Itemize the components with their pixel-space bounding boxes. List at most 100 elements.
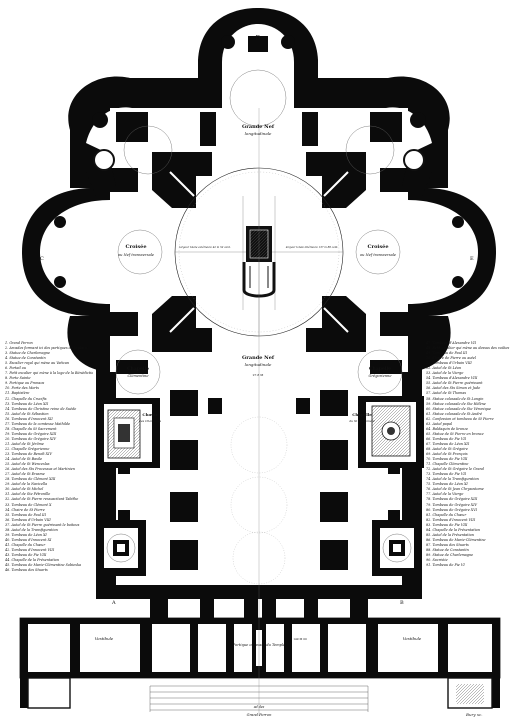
label-vestibule-right: Vestibule	[403, 636, 422, 641]
label-crossing-left: Croisée	[125, 243, 146, 250]
legend-entry: 84. Chapelle de la Présentation	[426, 527, 481, 532]
label-sacrament: Chapelle	[352, 412, 372, 417]
label-crossing-right-sub: ou Nef transversale	[360, 253, 396, 257]
legend-entry: 68. Autel de St Grégoire	[426, 446, 468, 451]
legend-entry: 76. Autel de St Jean Chrysostome	[426, 487, 484, 492]
legend-entry: 33. Tombeau de Clément X	[5, 502, 52, 507]
legend-entry: 19. Tombeau de Grégoire XIII	[5, 431, 57, 436]
legend-entry: 89. Statue de Charlemagne	[426, 552, 474, 557]
legend-entry: 30. Autel de St Michel	[5, 487, 44, 492]
legend-entry: 38. Autel de la Transfiguration	[5, 527, 58, 532]
choir-chapel	[96, 398, 160, 468]
legend-entry: 23. Tombeau de Benoît XIV	[5, 452, 52, 457]
legend-entry: 45. Tombeau de Marie-Clémentine Sobieska	[5, 563, 82, 568]
legend-entry: 28. Tombeau de Clément XIII	[5, 477, 56, 482]
legend-entry: 55. Autel de St Pierre guérissant	[426, 381, 483, 386]
legend-entry: 9. Portique ou Pronaos	[5, 381, 45, 386]
legend-entry: 67. Tombeau de Léon XII	[426, 441, 470, 446]
label-vestibule-left: Vestibule	[95, 636, 114, 641]
label-dome-note-left: largeur totale extérieure 42 m 52 cent.	[179, 245, 231, 249]
legend-entry: 40. Tombeau d'Innocent XI	[5, 537, 52, 542]
label-nave-upper: Grande Nef	[242, 124, 275, 130]
sacrament-chapel	[358, 396, 424, 468]
plan-labels: D Grande Nef longitudinale Croisée ou Ne…	[40, 35, 474, 717]
legend-entry: 14. Tombeau de Christine reine de Suède	[5, 406, 77, 411]
label-letter-a: A	[111, 600, 116, 606]
legend-entry: 26. Autel des Sts Processus et Martinien	[5, 467, 75, 472]
legend-entry: 17. Tombeau de la comtesse Mathilde	[5, 421, 71, 426]
legend-entry: 53. Autel de la Vierge	[426, 371, 464, 376]
legend-entry: 50. Chaire de Pierre ou autel	[426, 356, 476, 361]
legend-entry: 6. Portail ou	[5, 366, 26, 371]
legend-entry: 74. Autel de la Transfiguration	[426, 477, 479, 482]
legend-entry: 39. Tombeau de Léon XI	[5, 532, 47, 537]
legend-entry: 61. Statue colossale de St André	[426, 411, 482, 416]
legend-entry: 34. Chaire de St Pierre	[5, 507, 45, 512]
legend-entry: 80. Tombeau de Grégoire XVI	[426, 507, 477, 512]
legend-entry: 15. Autel de St Sébastien	[5, 411, 49, 416]
legend-entry: 51. Tombeau d'Urbain VIII	[426, 361, 472, 366]
legend-entry: 5. Escalier royal qui mène au Vatican	[5, 361, 70, 366]
legend-entry: 87. Tombeau des Stuarts	[426, 542, 469, 547]
legend-entry: 32. Autel de St Pierre ressuscitant Tabi…	[5, 497, 79, 502]
label-chapel-clementine-sub: Clémentine	[128, 374, 149, 378]
legend-entry: 13. Tombeau de Léon XII	[5, 401, 49, 406]
legend-entry: 21. Autel de St Jérôme	[5, 441, 44, 446]
legend-entry: 60. Statue colossale de Ste Véronique	[426, 406, 492, 411]
legend-entry: 70. Tombeau de Pie VIII	[426, 457, 468, 462]
label-choir: Chœur	[142, 412, 158, 417]
legend-entry: 24. Autel de St Basile	[5, 457, 43, 462]
legend-entry: 81. Chapelle du Chœur	[426, 512, 467, 517]
label-grand-perron: Grand Perron	[247, 713, 272, 717]
legend-entry: 58. Statue colossale de St Longin	[426, 396, 484, 401]
legend-entry: 36. Tombeau d'Urbain VIII	[5, 517, 51, 522]
legend-entry: 44. Chapelle de la Présentation	[5, 558, 60, 563]
legend-entry: 86. Tombeau de Marie-Clémentine	[426, 537, 486, 542]
legend-entry: 56. Autel des Sts Simon et Jude	[426, 386, 481, 391]
legend-entry: 42. Tombeau d'Innocent VIII	[5, 547, 55, 552]
legend-entry: 72. Autel de St Grégoire le Grand	[426, 467, 484, 472]
legend-entry: 71. Chapelle Clémentine	[426, 462, 469, 467]
legend-entry: 35. Tombeau de Paul III	[5, 512, 46, 517]
legend-entry: 16. Tombeau d'Innocent XII	[5, 416, 53, 421]
legend-entry: 1. Grand Perron	[5, 341, 33, 345]
label-apse-letter: D	[256, 35, 261, 42]
legend-entry: 12. Chapelle du Crucifix	[5, 396, 47, 401]
legend-entry: 88. Statue de Constantin	[426, 547, 469, 552]
label-letter-b: B	[400, 600, 404, 606]
legend-entry: 29. Autel de la Navicella	[5, 482, 48, 487]
legend-entry: 82. Tombeau d'Innocent VIII	[426, 517, 476, 522]
label-nave-upper-sub: longitudinale	[245, 131, 272, 136]
legend-entry: 48. Petit escalier qui mène au dessus de…	[426, 346, 510, 351]
legend-entry: 25. Autel de St Wenceslas	[5, 462, 50, 467]
legend-entry: 83. Tombeau de Pie VIII	[426, 522, 468, 527]
label-nave-lower-sub: longitudinale	[245, 362, 272, 367]
legend-entry: 18. Chapelle du St Sacrement	[5, 426, 57, 431]
label-letter-e: E	[470, 256, 474, 262]
legend-entry: 47. Tombeau d'Alexandre VII	[426, 341, 476, 345]
portico	[19, 617, 501, 709]
label-crossing-left-sub: ou Nef transversale	[118, 253, 154, 257]
label-chapel-gregorian: Chapelle	[369, 366, 391, 372]
legend-entry: 49. Tombeau de Paul III	[426, 351, 467, 356]
legend-entry: 27. Autel de St Érasme	[5, 472, 45, 477]
label-portico: Portique ou avant du Temple	[232, 643, 285, 647]
label-sacrament-sub: du St Sacrement	[349, 419, 375, 423]
legend-entry: 2. Arcades formant ici des portiques de …	[5, 346, 88, 351]
engraver-signature: Bury sc.	[466, 712, 483, 717]
legend-entry: 22. Chapelle Grégorienne	[5, 446, 50, 451]
legend-entry: 90. Sacristie	[426, 558, 448, 563]
legend-entry: 31. Autel de Ste Pétronille	[5, 492, 51, 497]
legend-entry: 41. Chapelle du Chœur	[5, 542, 46, 547]
label-choir-sub: des Chanoines	[139, 419, 162, 423]
legend-entry: 59. Statue colossale de Ste Hélène	[426, 401, 486, 406]
dome-piers	[110, 112, 408, 374]
legend-entry: 11. Baptistère	[5, 391, 30, 396]
label-nave-lower-measure: 27.8 M	[253, 373, 264, 377]
legend-entry: 37. Autel de St Pierre guérissant le boi…	[5, 522, 80, 527]
legend-entry: 52. Autel de St Léon	[426, 366, 462, 371]
legend-entry: 10. Porte des Morts	[5, 386, 39, 391]
label-letter-c: C	[40, 256, 44, 262]
